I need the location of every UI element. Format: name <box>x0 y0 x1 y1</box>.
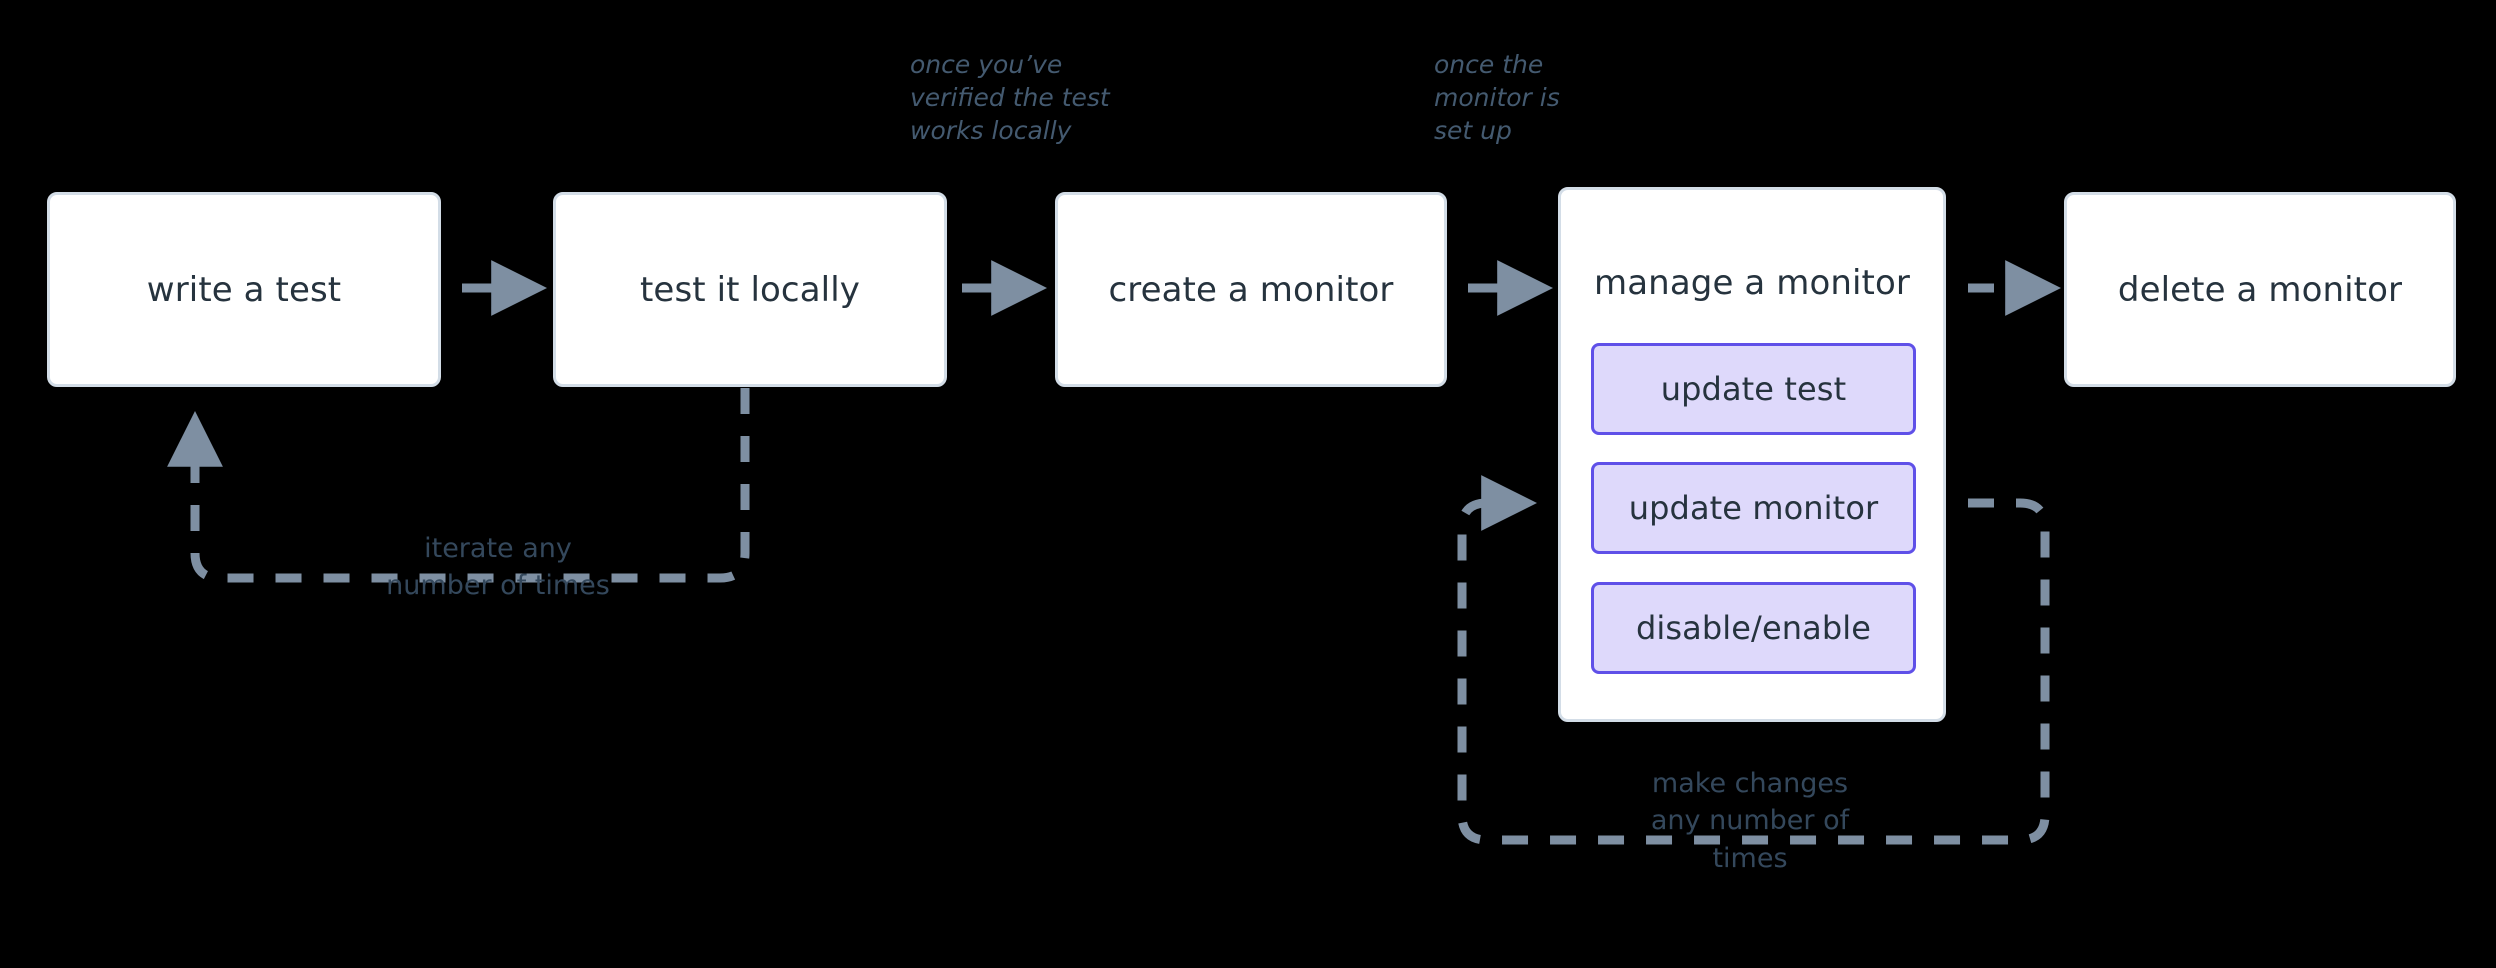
node-delete-a-monitor[interactable]: delete a monitor <box>2064 192 2456 387</box>
node-write-a-test[interactable]: write a test <box>47 192 441 387</box>
node-label: delete a monitor <box>2117 269 2403 310</box>
node-test-it-locally[interactable]: test it locally <box>553 192 947 387</box>
node-manage-a-monitor[interactable]: manage a monitor update test update moni… <box>1558 187 1946 722</box>
note-verified-test-works-locally: once you’ve verified the test works loca… <box>910 50 1110 145</box>
subnode-label: update monitor <box>1628 489 1879 527</box>
node-label: write a test <box>146 269 342 310</box>
node-label: create a monitor <box>1108 269 1394 310</box>
node-create-a-monitor[interactable]: create a monitor <box>1055 192 1447 387</box>
edge-label-iterate-any-number-of-times: iterate any number of times <box>386 533 610 602</box>
node-label: test it locally <box>640 269 860 310</box>
subnode-update-monitor[interactable]: update monitor <box>1591 462 1916 554</box>
edge-label-make-changes-any-number-of-times: make changes any number of times <box>1650 768 1850 874</box>
subnode-update-test[interactable]: update test <box>1591 343 1916 435</box>
note-monitor-is-set-up: once the monitor is set up <box>1434 50 1560 145</box>
subnode-label: disable/enable <box>1635 609 1872 647</box>
subnode-label: update test <box>1660 370 1847 408</box>
subnode-disable-enable[interactable]: disable/enable <box>1591 582 1916 674</box>
node-label: manage a monitor <box>1594 263 1910 303</box>
